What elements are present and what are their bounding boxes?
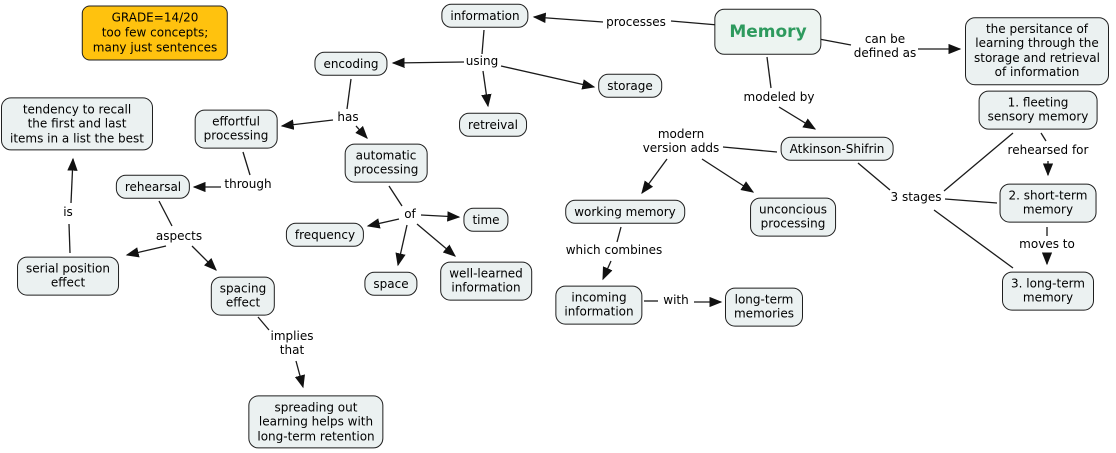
edge-of-space bbox=[395, 224, 408, 267]
link-label-moves-to[interactable]: moves to bbox=[1019, 237, 1075, 252]
edge-3stages-longterm bbox=[933, 209, 1014, 269]
concept-working-memory[interactable]: working memory bbox=[565, 199, 685, 225]
edge-impliesthat-spreading bbox=[294, 360, 305, 389]
link-label-which-combines[interactable]: which combines bbox=[565, 243, 663, 258]
edge-has-automatic bbox=[355, 125, 368, 139]
link-label-modern-version-adds[interactable]: modern version adds bbox=[642, 127, 720, 155]
concept-spacing-effect[interactable]: spacing effect bbox=[210, 276, 276, 316]
edge-using-encoding bbox=[391, 57, 465, 69]
concept-time[interactable]: time bbox=[463, 207, 509, 233]
link-label-of[interactable]: of bbox=[404, 207, 416, 222]
concept-long-term-memories[interactable]: long-term memories bbox=[724, 287, 804, 327]
edge-is-tendency bbox=[67, 157, 78, 204]
grade-annotation[interactable]: GRADE=14/20 too few concepts; many just … bbox=[81, 5, 229, 61]
edge-atkinson-3stages bbox=[857, 162, 891, 191]
edge-automatic-of bbox=[388, 185, 403, 207]
link-label-is[interactable]: is bbox=[63, 205, 73, 220]
link-label-processes[interactable]: processes bbox=[606, 15, 666, 30]
concept-space[interactable]: space bbox=[364, 271, 418, 297]
edge-rehearsal-aspects bbox=[158, 200, 173, 227]
link-label-rehearsed-for[interactable]: rehearsed for bbox=[1007, 143, 1089, 158]
edge-of-time bbox=[420, 211, 461, 222]
edge-aspects-spacingeffect bbox=[191, 245, 217, 271]
concept-serial-position-effect[interactable]: serial position effect bbox=[17, 256, 119, 296]
edge-workingmemory-whichcombines bbox=[616, 226, 622, 243]
edge-effortful-through bbox=[242, 151, 251, 176]
link-label-can-be-defined-as[interactable]: can be defined as bbox=[853, 32, 917, 60]
edge-fleeting-rehearsedfor bbox=[1040, 132, 1047, 142]
concept-long-term-memory[interactable]: 3. long-term memory bbox=[1002, 271, 1094, 311]
concept-memory[interactable]: Memory bbox=[714, 8, 822, 56]
edge-modernversion-unconcious bbox=[701, 158, 755, 193]
edge-aspects-serialposition bbox=[125, 245, 167, 258]
concept-definition[interactable]: the persitance of learning through the s… bbox=[965, 17, 1109, 85]
edge-3stages-fleeting bbox=[943, 132, 1014, 192]
concept-fleeting-sensory-memory[interactable]: 1. fleeting sensory memory bbox=[978, 90, 1098, 130]
edge-using-storage bbox=[500, 65, 596, 90]
edge-has-effortful bbox=[280, 119, 334, 130]
concept-tendency-to-recall[interactable]: tendency to recall the first and last it… bbox=[0, 97, 154, 151]
concept-incoming-information[interactable]: incoming information bbox=[555, 285, 643, 325]
link-label-aspects[interactable]: aspects bbox=[155, 229, 203, 244]
concept-unconcious-processing[interactable]: unconcious processing bbox=[750, 197, 836, 237]
link-label-modeled-by[interactable]: modeled by bbox=[743, 90, 815, 105]
concept-spreading-out-learning[interactable]: spreading out learning helps with long-t… bbox=[248, 395, 384, 449]
edge-memory-processes bbox=[670, 20, 719, 26]
edge-atkinson-modernversion bbox=[722, 146, 778, 153]
concept-storage[interactable]: storage bbox=[598, 73, 662, 99]
edge-spacing-impliesthat bbox=[257, 316, 270, 331]
edge-serialposition-is bbox=[68, 223, 71, 254]
edge-3stages-shortterm bbox=[944, 198, 998, 204]
concept-information[interactable]: information bbox=[441, 3, 529, 29]
edge-modernversion-workingmemory bbox=[641, 158, 668, 195]
concept-atkinson-shifrin[interactable]: Atkinson-Shifrin bbox=[780, 136, 894, 162]
concept-rehearsal[interactable]: rehearsal bbox=[115, 174, 191, 200]
concept-automatic-processing[interactable]: automatic processing bbox=[344, 143, 428, 183]
edge-modeledby-atkinson bbox=[778, 106, 817, 130]
link-label-has[interactable]: has bbox=[337, 110, 359, 125]
concept-encoding[interactable]: encoding bbox=[314, 51, 388, 77]
edge-using-retreival bbox=[481, 70, 492, 108]
concept-well-learned-information[interactable]: well-learned information bbox=[440, 261, 532, 301]
edge-information-using bbox=[481, 29, 485, 55]
edge-memory-canbedefined bbox=[818, 38, 852, 46]
link-label-through[interactable]: through bbox=[224, 177, 272, 192]
concept-short-term-memory[interactable]: 2. short-term memory bbox=[999, 183, 1097, 223]
concept-effortful-processing[interactable]: effortful processing bbox=[194, 109, 278, 149]
concept-frequency[interactable]: frequency bbox=[285, 222, 365, 248]
link-label-3-stages[interactable]: 3 stages bbox=[890, 190, 942, 205]
edge-encoding-has bbox=[346, 78, 352, 110]
edge-memory-modeledby bbox=[766, 56, 772, 89]
edge-processes-information bbox=[532, 12, 604, 24]
edge-whichcombines-incoming bbox=[602, 260, 613, 281]
link-label-using[interactable]: using bbox=[465, 54, 499, 69]
edge-of-frequency bbox=[366, 218, 400, 229]
concept-retreival[interactable]: retreival bbox=[459, 112, 527, 138]
link-label-with[interactable]: with bbox=[663, 293, 689, 308]
edge-of-welllearned bbox=[416, 223, 456, 257]
link-label-implies-that[interactable]: implies that bbox=[270, 329, 314, 357]
